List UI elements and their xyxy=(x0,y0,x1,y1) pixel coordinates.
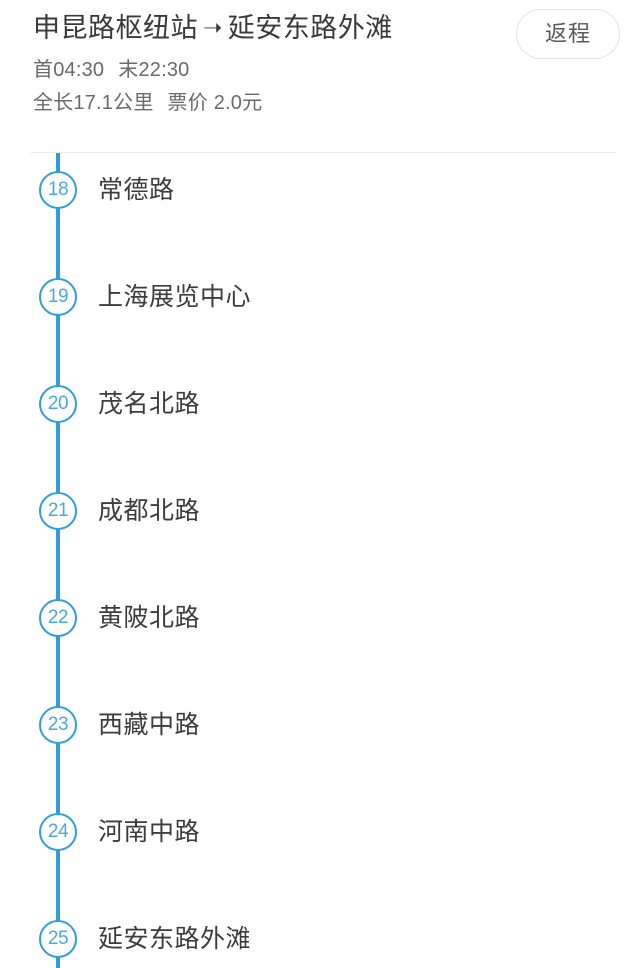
page-title: 申昆路枢纽站➝延安东路外滩 xyxy=(33,10,393,45)
station-number-badge: 24 xyxy=(39,813,77,851)
station-row[interactable]: 23 西藏中路 xyxy=(0,679,641,786)
arrow-right-icon: ➝ xyxy=(203,14,223,40)
station-row[interactable]: 24 河南中路 xyxy=(0,786,641,893)
station-number-badge: 22 xyxy=(39,599,77,637)
station-name: 成都北路 xyxy=(98,497,201,525)
station-timeline: 18 常德路 19 上海展览中心 20 茂名北路 21 成都北路 22 黄陂北路 23 西藏中路 24 河… xyxy=(0,153,641,968)
return-trip-button[interactable]: 返程 xyxy=(516,9,620,59)
station-name: 常德路 xyxy=(98,176,175,204)
last-bus-time: 末22:30 xyxy=(118,59,190,81)
station-name: 黄陂北路 xyxy=(98,604,201,632)
route-line xyxy=(56,153,60,968)
route-stats: 全长17.1公里票价 2.0元 xyxy=(33,90,262,116)
station-row[interactable]: 21 成都北路 xyxy=(0,465,641,572)
station-row[interactable]: 19 上海展览中心 xyxy=(0,251,641,358)
station-row[interactable]: 25 延安东路外滩 xyxy=(0,893,641,968)
station-name: 茂名北路 xyxy=(98,390,201,418)
route-destination: 延安东路外滩 xyxy=(227,13,393,43)
station-number-badge: 23 xyxy=(39,706,77,744)
station-row[interactable]: 18 常德路 xyxy=(0,144,641,251)
station-number-badge: 20 xyxy=(39,385,77,423)
station-number-badge: 25 xyxy=(39,920,77,958)
station-number-badge: 18 xyxy=(39,171,77,209)
header-divider xyxy=(31,152,616,153)
station-name: 延安东路外滩 xyxy=(98,925,252,953)
station-number-badge: 21 xyxy=(39,492,77,530)
route-header: 申昆路枢纽站➝延安东路外滩 首04:30 末22:30 全长17.1公里票价 2.… xyxy=(0,0,641,152)
route-fare: 票价 2.0元 xyxy=(167,92,263,114)
station-row[interactable]: 20 茂名北路 xyxy=(0,358,641,465)
route-origin: 申昆路枢纽站 xyxy=(33,13,198,43)
station-name: 上海展览中心 xyxy=(98,283,252,311)
route-length: 全长17.1公里 xyxy=(33,92,154,114)
station-name: 西藏中路 xyxy=(98,711,201,739)
station-number-badge: 19 xyxy=(39,278,77,316)
service-hours: 首04:30 末22:30 xyxy=(33,57,190,83)
station-row[interactable]: 22 黄陂北路 xyxy=(0,572,641,679)
first-bus-time: 首04:30 xyxy=(33,59,105,81)
station-name: 河南中路 xyxy=(98,818,201,846)
